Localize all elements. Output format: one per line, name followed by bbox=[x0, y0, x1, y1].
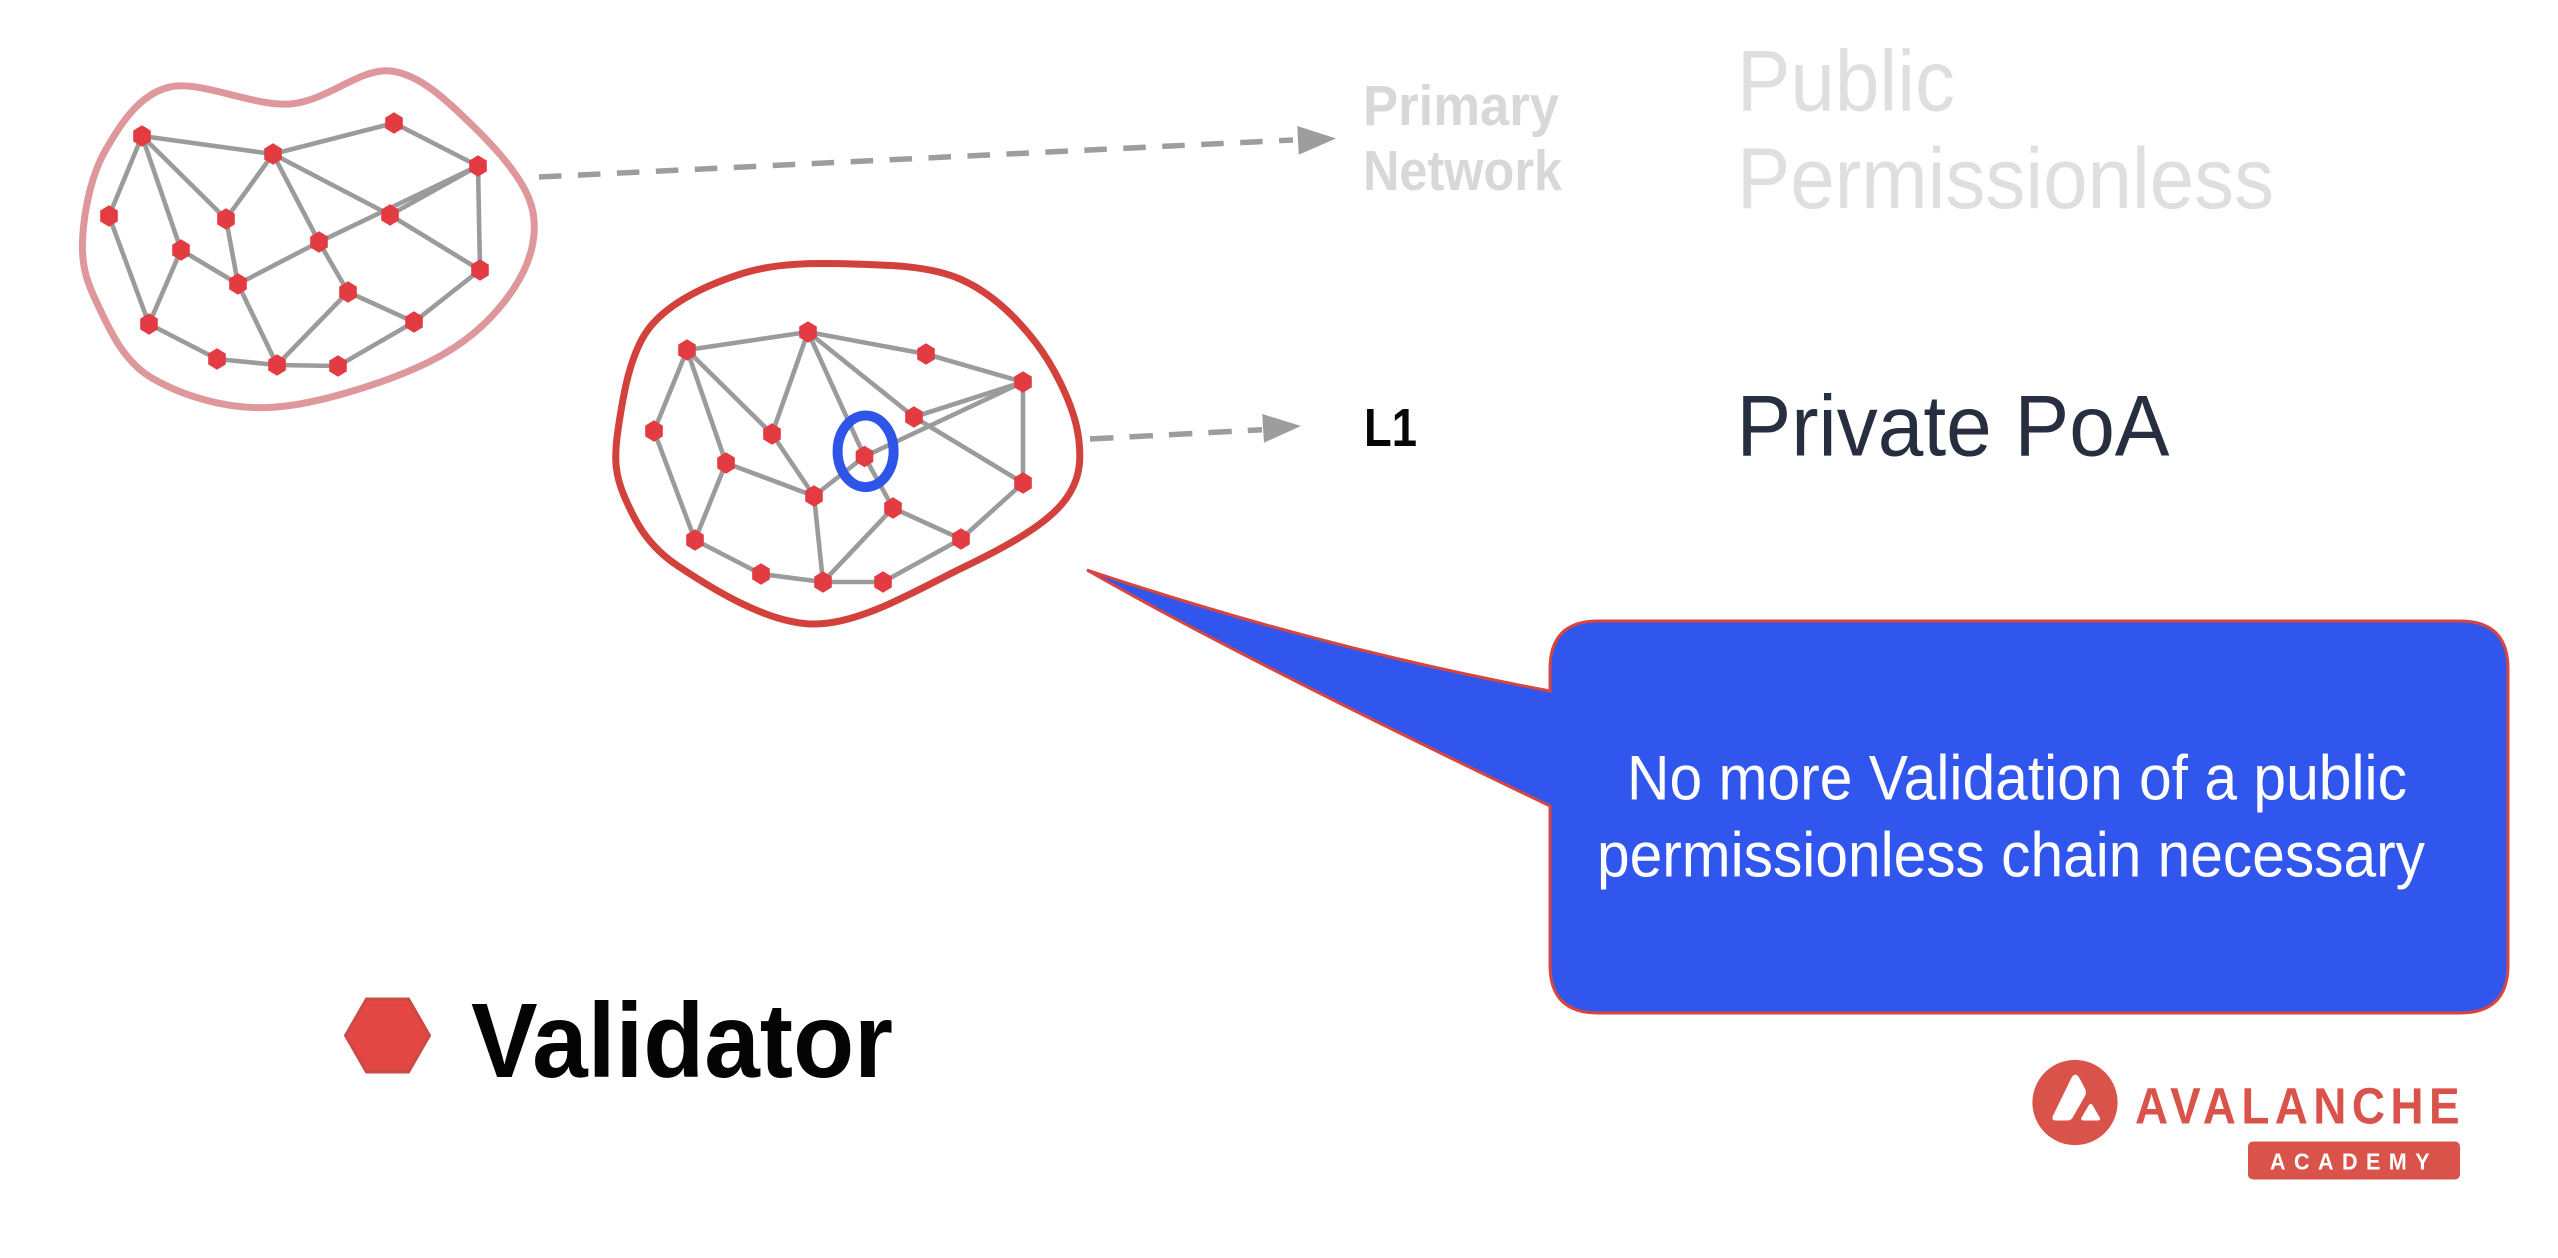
svg-text:Network: Network bbox=[1363, 139, 1562, 203]
svg-text:permissionless chain necessary: permissionless chain necessary bbox=[1597, 821, 2425, 891]
svg-text:Permissionless: Permissionless bbox=[1737, 131, 2274, 227]
svg-text:Private PoA: Private PoA bbox=[1737, 378, 2171, 474]
svg-text:AVALANCHE: AVALANCHE bbox=[2135, 1078, 2465, 1135]
svg-text:Primary: Primary bbox=[1363, 74, 1559, 138]
svg-text:Validator: Validator bbox=[471, 982, 893, 1100]
svg-text:No more Validation of a public: No more Validation of a public bbox=[1627, 744, 2407, 814]
svg-text:ACADEMY: ACADEMY bbox=[2270, 1149, 2438, 1175]
svg-text:Public: Public bbox=[1737, 34, 1955, 130]
svg-text:L1: L1 bbox=[1364, 398, 1417, 458]
